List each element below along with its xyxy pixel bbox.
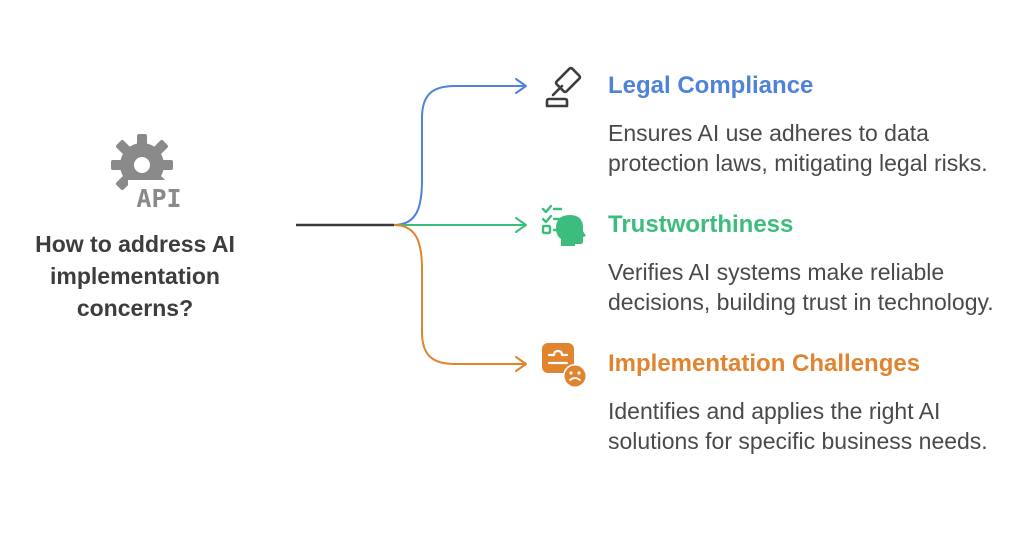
puzzle-face-icon	[542, 343, 587, 388]
heading-legal-compliance: Legal Compliance	[608, 72, 814, 99]
branch-connector-implementation	[393, 224, 526, 365]
description-implementation-challenges: Identifies and applies the right AI solu…	[608, 398, 988, 454]
arrow-head-implementation	[515, 356, 527, 372]
checklist-head-icon	[541, 204, 586, 246]
central-question: How to address AI implementation concern…	[35, 231, 235, 321]
heading-implementation-challenges: Implementation Challenges	[608, 350, 921, 377]
description-trustworthiness: Verifies AI systems make reliable decisi…	[608, 259, 994, 315]
description-legal-compliance: Ensures AI use adheres to data protectio…	[608, 120, 988, 176]
gear-api-icon: API	[111, 134, 190, 213]
heading-trustworthiness: Trustworthiness	[608, 211, 794, 238]
gavel-icon	[545, 66, 582, 108]
api-label: API	[136, 184, 181, 213]
arrow-head-trust	[515, 217, 527, 233]
branch-connector-legal	[393, 85, 526, 226]
arrow-head-legal	[515, 78, 527, 94]
